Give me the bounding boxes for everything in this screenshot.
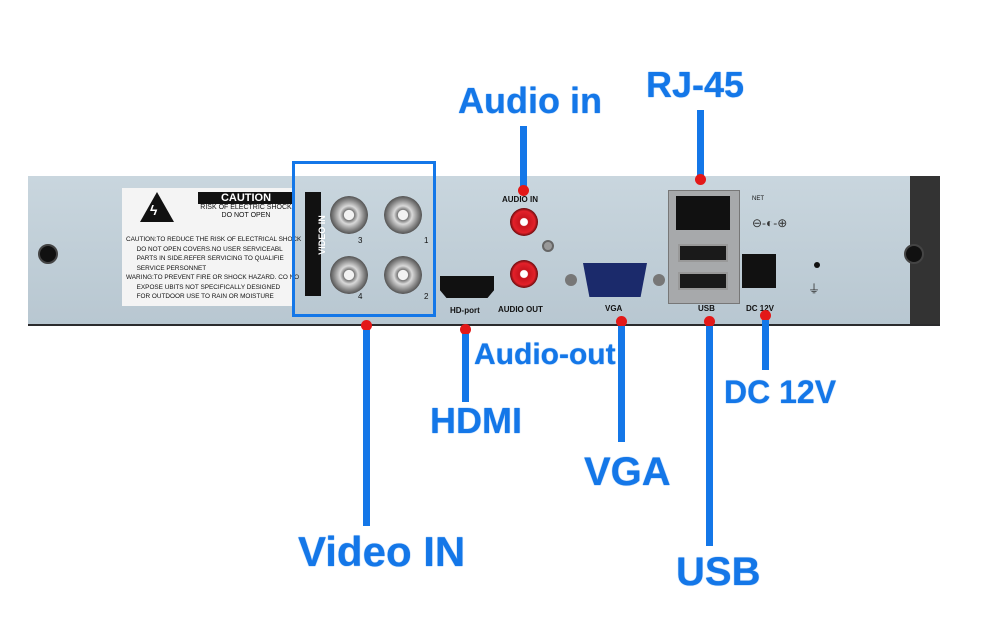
dc-power-jack (742, 254, 776, 288)
bnc-connector-2 (384, 256, 422, 294)
marker-usb (704, 316, 715, 327)
audio-in-port-label: AUDIO IN (502, 195, 538, 204)
callout-line-vga (618, 326, 625, 442)
callout-usb: USB (676, 550, 761, 594)
video-in-tag-text: VIDEO IN (316, 215, 327, 255)
caution-title: CAUTION (198, 192, 294, 204)
callout-audio-out: Audio-out (474, 338, 616, 371)
bnc-connector-4 (330, 256, 368, 294)
bnc-connector-3 (330, 196, 368, 234)
net-label: NET (752, 196, 764, 202)
audio-out-rca-jack (510, 260, 538, 288)
callout-line-video-in (363, 330, 370, 526)
callout-video-in: Video IN (298, 528, 466, 575)
screw-right (904, 244, 924, 264)
bnc-number: 2 (424, 292, 429, 301)
vga-port-label: VGA (605, 304, 623, 313)
audio-out-port-label: AUDIO OUT (498, 305, 543, 314)
bnc-number: 4 (358, 292, 363, 301)
bnc-number: 3 (358, 236, 363, 245)
dc-port-label: DC 12V (746, 304, 775, 313)
callout-audio-in: Audio in (458, 80, 602, 121)
callout-line-audio-in (520, 126, 527, 190)
usb-port-upper (678, 244, 728, 262)
callout-rj45: RJ-45 (646, 64, 745, 105)
indicator-hole (814, 262, 820, 268)
video-in-tag (305, 192, 321, 296)
marker-hdmi (460, 324, 471, 335)
usb-port-lower (678, 272, 728, 290)
vga-port (583, 263, 647, 297)
lightning-bolt-icon: ϟ (150, 202, 158, 218)
caution-subtitle: RISK OF ELECTRIC SHOCK DO NOT OPEN (200, 204, 292, 219)
callout-line-usb (706, 326, 713, 546)
bnc-number: 1 (424, 236, 429, 245)
callout-vga: VGA (584, 450, 671, 494)
usb-port-label: USB (698, 304, 715, 313)
callout-line-rj45 (697, 110, 704, 176)
marker-dc12v (760, 310, 771, 321)
ground-screw (542, 240, 554, 252)
marker-rj45 (695, 174, 706, 185)
hdmi-port (440, 276, 494, 298)
audio-in-rca-jack (510, 208, 538, 236)
marker-video-in (361, 320, 372, 331)
callout-dc12v: DC 12V (724, 374, 837, 410)
marker-vga (616, 316, 627, 327)
callout-line-dc12v (762, 320, 769, 370)
callout-line-hdmi (462, 334, 469, 402)
polarity-icon: ⊖-◐-⊕ (752, 216, 788, 230)
ground-icon: ⏚ (808, 282, 821, 296)
caution-body: CAUTION:TO REDUCE THE RISK OF ELECTRICAL… (126, 236, 302, 300)
bnc-connector-1 (384, 196, 422, 234)
vga-screws (565, 270, 665, 290)
screw-left (38, 244, 58, 264)
rj45-port (676, 196, 730, 230)
marker-audio-in (518, 185, 529, 196)
video-in-highlight-box (292, 161, 436, 317)
hd-port-label: HD-port (450, 306, 480, 315)
callout-hdmi: HDMI (430, 400, 522, 441)
